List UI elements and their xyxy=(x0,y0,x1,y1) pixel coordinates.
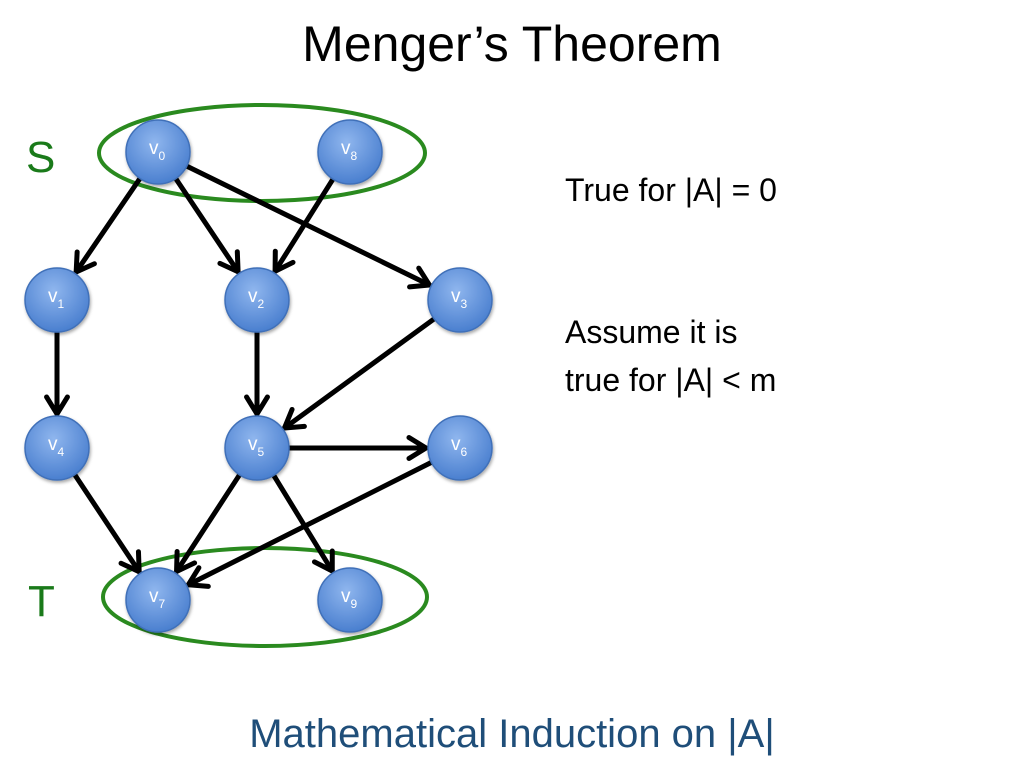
node-circle xyxy=(224,415,290,481)
node-label-base: v xyxy=(451,434,461,455)
node-label-base: v xyxy=(48,434,58,455)
node-v5: v5 xyxy=(224,415,290,481)
edge-v0-v3 xyxy=(184,163,432,290)
node-circle xyxy=(125,119,191,185)
edge-v5-v9 xyxy=(271,472,335,574)
node-v3: v3 xyxy=(427,267,493,333)
node-label-subscript: 8 xyxy=(351,149,358,163)
node-label: v7 xyxy=(149,586,166,611)
node-label-subscript: 6 xyxy=(461,445,468,459)
node-label-subscript: 2 xyxy=(258,297,265,311)
edge-v8-v2 xyxy=(272,176,336,274)
node-label-base: v xyxy=(48,286,58,307)
node-v6: v6 xyxy=(427,415,493,481)
node-label-subscript: 3 xyxy=(461,297,468,311)
node-circle xyxy=(427,415,493,481)
source-set-label: S xyxy=(26,133,56,182)
edge-v1-v4 xyxy=(44,329,70,417)
node-circle xyxy=(24,415,90,481)
node-label-subscript: 0 xyxy=(159,149,166,163)
edges-layer xyxy=(44,163,437,589)
node-label-subscript: 1 xyxy=(58,297,65,311)
node-label: v8 xyxy=(341,138,358,163)
node-label: v1 xyxy=(48,286,65,311)
node-label-base: v xyxy=(248,434,258,455)
node-circle xyxy=(24,267,90,333)
edge-v5-v6 xyxy=(286,435,429,461)
node-label-base: v xyxy=(451,286,461,307)
node-label: v4 xyxy=(48,434,65,459)
edge-v0-v2 xyxy=(173,176,241,275)
slide-title: Menger’s Theorem xyxy=(302,16,722,72)
node-v2: v2 xyxy=(224,267,290,333)
edge-v2-v5 xyxy=(244,329,270,417)
edge-v5-v7 xyxy=(174,472,243,575)
node-label-subscript: 9 xyxy=(351,597,358,611)
groups-layer xyxy=(97,103,429,648)
node-label-base: v xyxy=(248,286,258,307)
node-v1: v1 xyxy=(24,267,90,333)
edge-v0-v1 xyxy=(73,175,143,275)
target-set-label: T xyxy=(28,577,55,626)
node-label: v2 xyxy=(248,286,265,311)
node-circle xyxy=(224,267,290,333)
node-circle xyxy=(125,567,191,633)
hypothesis-note-line1: Assume it is xyxy=(565,314,738,350)
node-label-subscript: 5 xyxy=(258,445,265,459)
node-circle xyxy=(317,119,383,185)
node-label: v3 xyxy=(451,286,468,311)
node-label: v0 xyxy=(149,138,166,163)
node-v4: v4 xyxy=(24,415,90,481)
edge-v4-v7 xyxy=(72,472,142,575)
node-label: v9 xyxy=(341,586,358,611)
node-v8: v8 xyxy=(317,119,383,185)
node-label: v5 xyxy=(248,434,265,459)
node-v0: v0 xyxy=(125,119,191,185)
node-label-base: v xyxy=(149,138,159,159)
node-label-base: v xyxy=(149,586,159,607)
node-label-subscript: 4 xyxy=(58,445,65,459)
node-label-base: v xyxy=(341,138,351,159)
node-v7: v7 xyxy=(125,567,191,633)
edge-v3-v5 xyxy=(281,316,437,431)
node-circle xyxy=(427,267,493,333)
node-v9: v9 xyxy=(317,567,383,633)
node-circle xyxy=(317,567,383,633)
node-label: v6 xyxy=(451,434,468,459)
hypothesis-note-line2: true for |A| < m xyxy=(565,362,777,398)
base-case-note: True for |A| = 0 xyxy=(565,172,777,208)
edge-v6-v7 xyxy=(185,459,434,589)
slide-footer: Mathematical Induction on |A| xyxy=(249,712,775,756)
node-label-base: v xyxy=(341,586,351,607)
node-label-subscript: 7 xyxy=(159,597,166,611)
